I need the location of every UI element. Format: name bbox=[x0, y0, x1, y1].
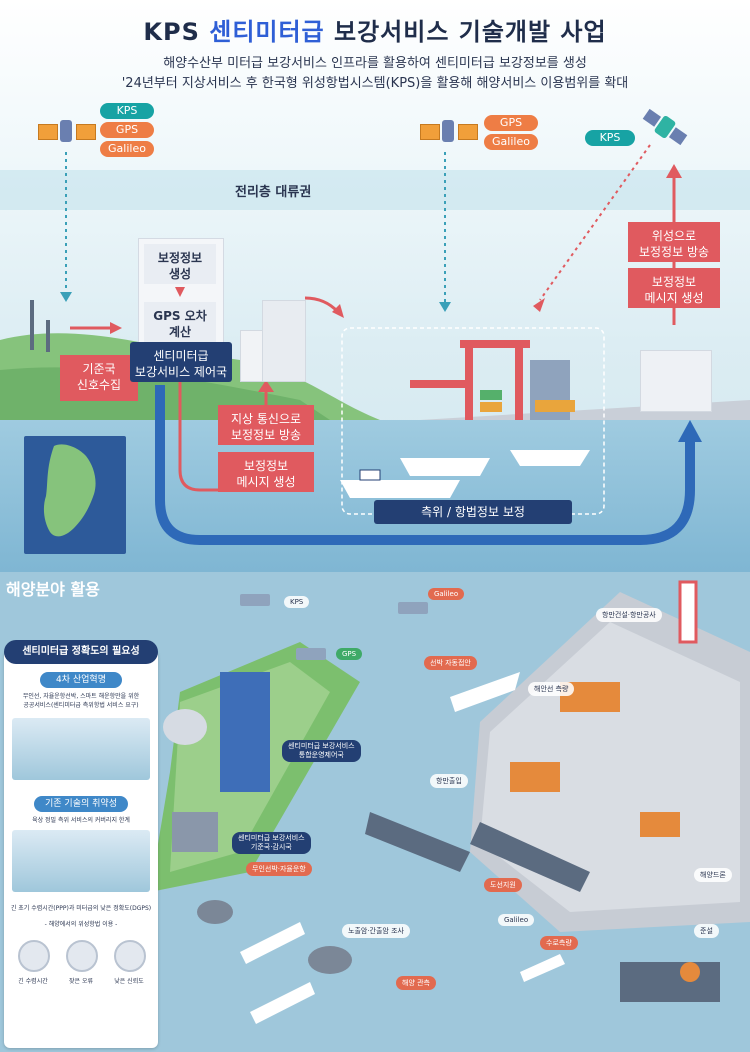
panel-item2-image bbox=[12, 830, 150, 892]
timer-icon bbox=[18, 940, 50, 972]
map-gps-label: GPS bbox=[336, 648, 363, 660]
nav-correction-bar: 측위 / 항법정보 보정 bbox=[374, 500, 572, 524]
map-ocean-obs-label: 해양 관측 bbox=[396, 976, 436, 990]
panel-item1-text: 무인선, 자율운항선박, 스마트 해운항만을 위한 공공서비스(센티미터급 측위… bbox=[22, 693, 140, 709]
map-control-center-label: 센티미터급 보강서비스 통합운영제어국 bbox=[282, 740, 361, 762]
sat-mid-galileo-label: Galileo bbox=[484, 134, 538, 150]
subtitle-line-1: 해양수산부 미터급 보강서비스 인프라를 활용하여 센티미터급 보강정보를 생성 bbox=[163, 56, 587, 71]
panel-icon3-label: 낮은 신뢰도 bbox=[114, 978, 144, 985]
panel-item1-title: 4차 산업혁명 bbox=[40, 672, 122, 688]
map-autonomous-label: 무인선박·자율운항 bbox=[246, 862, 312, 876]
satellite-icon bbox=[240, 594, 270, 606]
down-arrow-icon bbox=[175, 287, 185, 297]
panel-usage: - 해양에서의 위성항법 이용 - bbox=[44, 921, 118, 928]
bottom-map: 해양분야 활용 센티미터급 정확도의 필요성 4차 산업혁명 무인선, 자율운항… bbox=[0, 572, 750, 1052]
control-station-box: 센티미터급 보강서비스 제어국 bbox=[130, 342, 232, 382]
atmosphere-label: 전리층 대류권 bbox=[235, 185, 312, 200]
satellite-mid-icon bbox=[420, 118, 480, 148]
map-auto-docking-label: 선박 자동접안 bbox=[424, 656, 477, 670]
satellite-icon bbox=[296, 648, 326, 660]
map-terrain bbox=[150, 580, 750, 1024]
kps-satellite-icon bbox=[642, 108, 688, 146]
sat-left-gps-label: GPS bbox=[100, 122, 154, 138]
ground-msg-box: 보정정보 메시지 생성 bbox=[218, 452, 314, 492]
satellite-icon bbox=[398, 602, 428, 614]
top-diagram: 전리층 대류권 KPS 센티미터급 보강서비스 기술개발 사업 해양수산부 미터… bbox=[0, 0, 750, 572]
sat-left-kps-label: KPS bbox=[100, 103, 154, 119]
map-galileo-label-1: Galileo bbox=[428, 588, 465, 600]
antenna-icon bbox=[30, 300, 34, 350]
map-drone-label: 해양드론 bbox=[694, 868, 732, 882]
map-dredge-label: 준설 bbox=[694, 924, 719, 938]
sat-right-kps-label: KPS bbox=[585, 130, 635, 146]
building bbox=[640, 350, 712, 412]
ref-station-box: 기준국 신호수집 bbox=[60, 355, 138, 401]
map-ref-monitor-label: 센티미터급 보강서비스 기준국·감시국 bbox=[232, 832, 311, 854]
map-port-survey-label: 해안선 측량 bbox=[528, 682, 575, 696]
satellite-left-icon bbox=[38, 118, 98, 148]
map-galileo-label-2: Galileo bbox=[498, 914, 535, 926]
reliability-icon bbox=[114, 940, 146, 972]
error-icon bbox=[66, 940, 98, 972]
ground-broadcast-box: 지상 통신으로 보정정보 방송 bbox=[218, 405, 314, 445]
sat-broadcast-box: 위성으로 보정정보 방송 bbox=[628, 222, 720, 262]
map-harbor-entry-label: 항만출입 bbox=[430, 774, 468, 788]
map-tide-survey-label: 노출암·간출암 조사 bbox=[342, 924, 410, 938]
panel-icon1-label: 긴 수렴시간 bbox=[18, 978, 48, 985]
panel-item2-title: 기존 기술의 취약성 bbox=[34, 796, 128, 812]
sat-msg-box: 보정정보 메시지 생성 bbox=[628, 268, 720, 308]
panel-item2-text: 육상 정밀 측위 서비스의 커버리지 한계 bbox=[32, 817, 130, 824]
correction-gen-box: 보정정보 생성 bbox=[144, 244, 216, 284]
building bbox=[262, 300, 306, 382]
sat-mid-gps-label: GPS bbox=[484, 115, 538, 131]
info-panel: 센티미터급 정확도의 필요성 4차 산업혁명 무인선, 자율운항선박, 스마트 … bbox=[4, 640, 158, 1048]
map-route-guide-label: 도선지원 bbox=[484, 878, 522, 892]
section-title: 해양분야 활용 bbox=[6, 580, 100, 599]
panel-item1-image bbox=[12, 718, 150, 780]
korea-map bbox=[24, 436, 126, 554]
map-kps-label: KPS bbox=[284, 596, 310, 608]
gps-error-box: GPS 오차 계산 bbox=[144, 302, 216, 342]
page-title: KPS 센티미터급 보강서비스 기술개발 사업 bbox=[143, 18, 607, 46]
panel-icon2-label: 잦은 오류 bbox=[69, 978, 93, 985]
panel-title: 센티미터급 정확도의 필요성 bbox=[4, 640, 158, 664]
panel-note: 긴 초기 수렴시간(PPP)과 미터급의 낮은 정확도(DGPS) bbox=[10, 905, 152, 912]
map-port-construction-label: 항만건설·항만공사 bbox=[596, 608, 662, 622]
map-depth-survey-label: 수로측량 bbox=[540, 936, 578, 950]
atmosphere-band bbox=[0, 170, 750, 210]
sat-left-galileo-label: Galileo bbox=[100, 141, 154, 157]
port-illustration bbox=[340, 340, 590, 498]
antenna-icon bbox=[46, 320, 50, 352]
subtitle-line-2: '24년부터 지상서비스 후 한국형 위성항법시스템(KPS)을 활용해 해양서… bbox=[121, 76, 629, 91]
